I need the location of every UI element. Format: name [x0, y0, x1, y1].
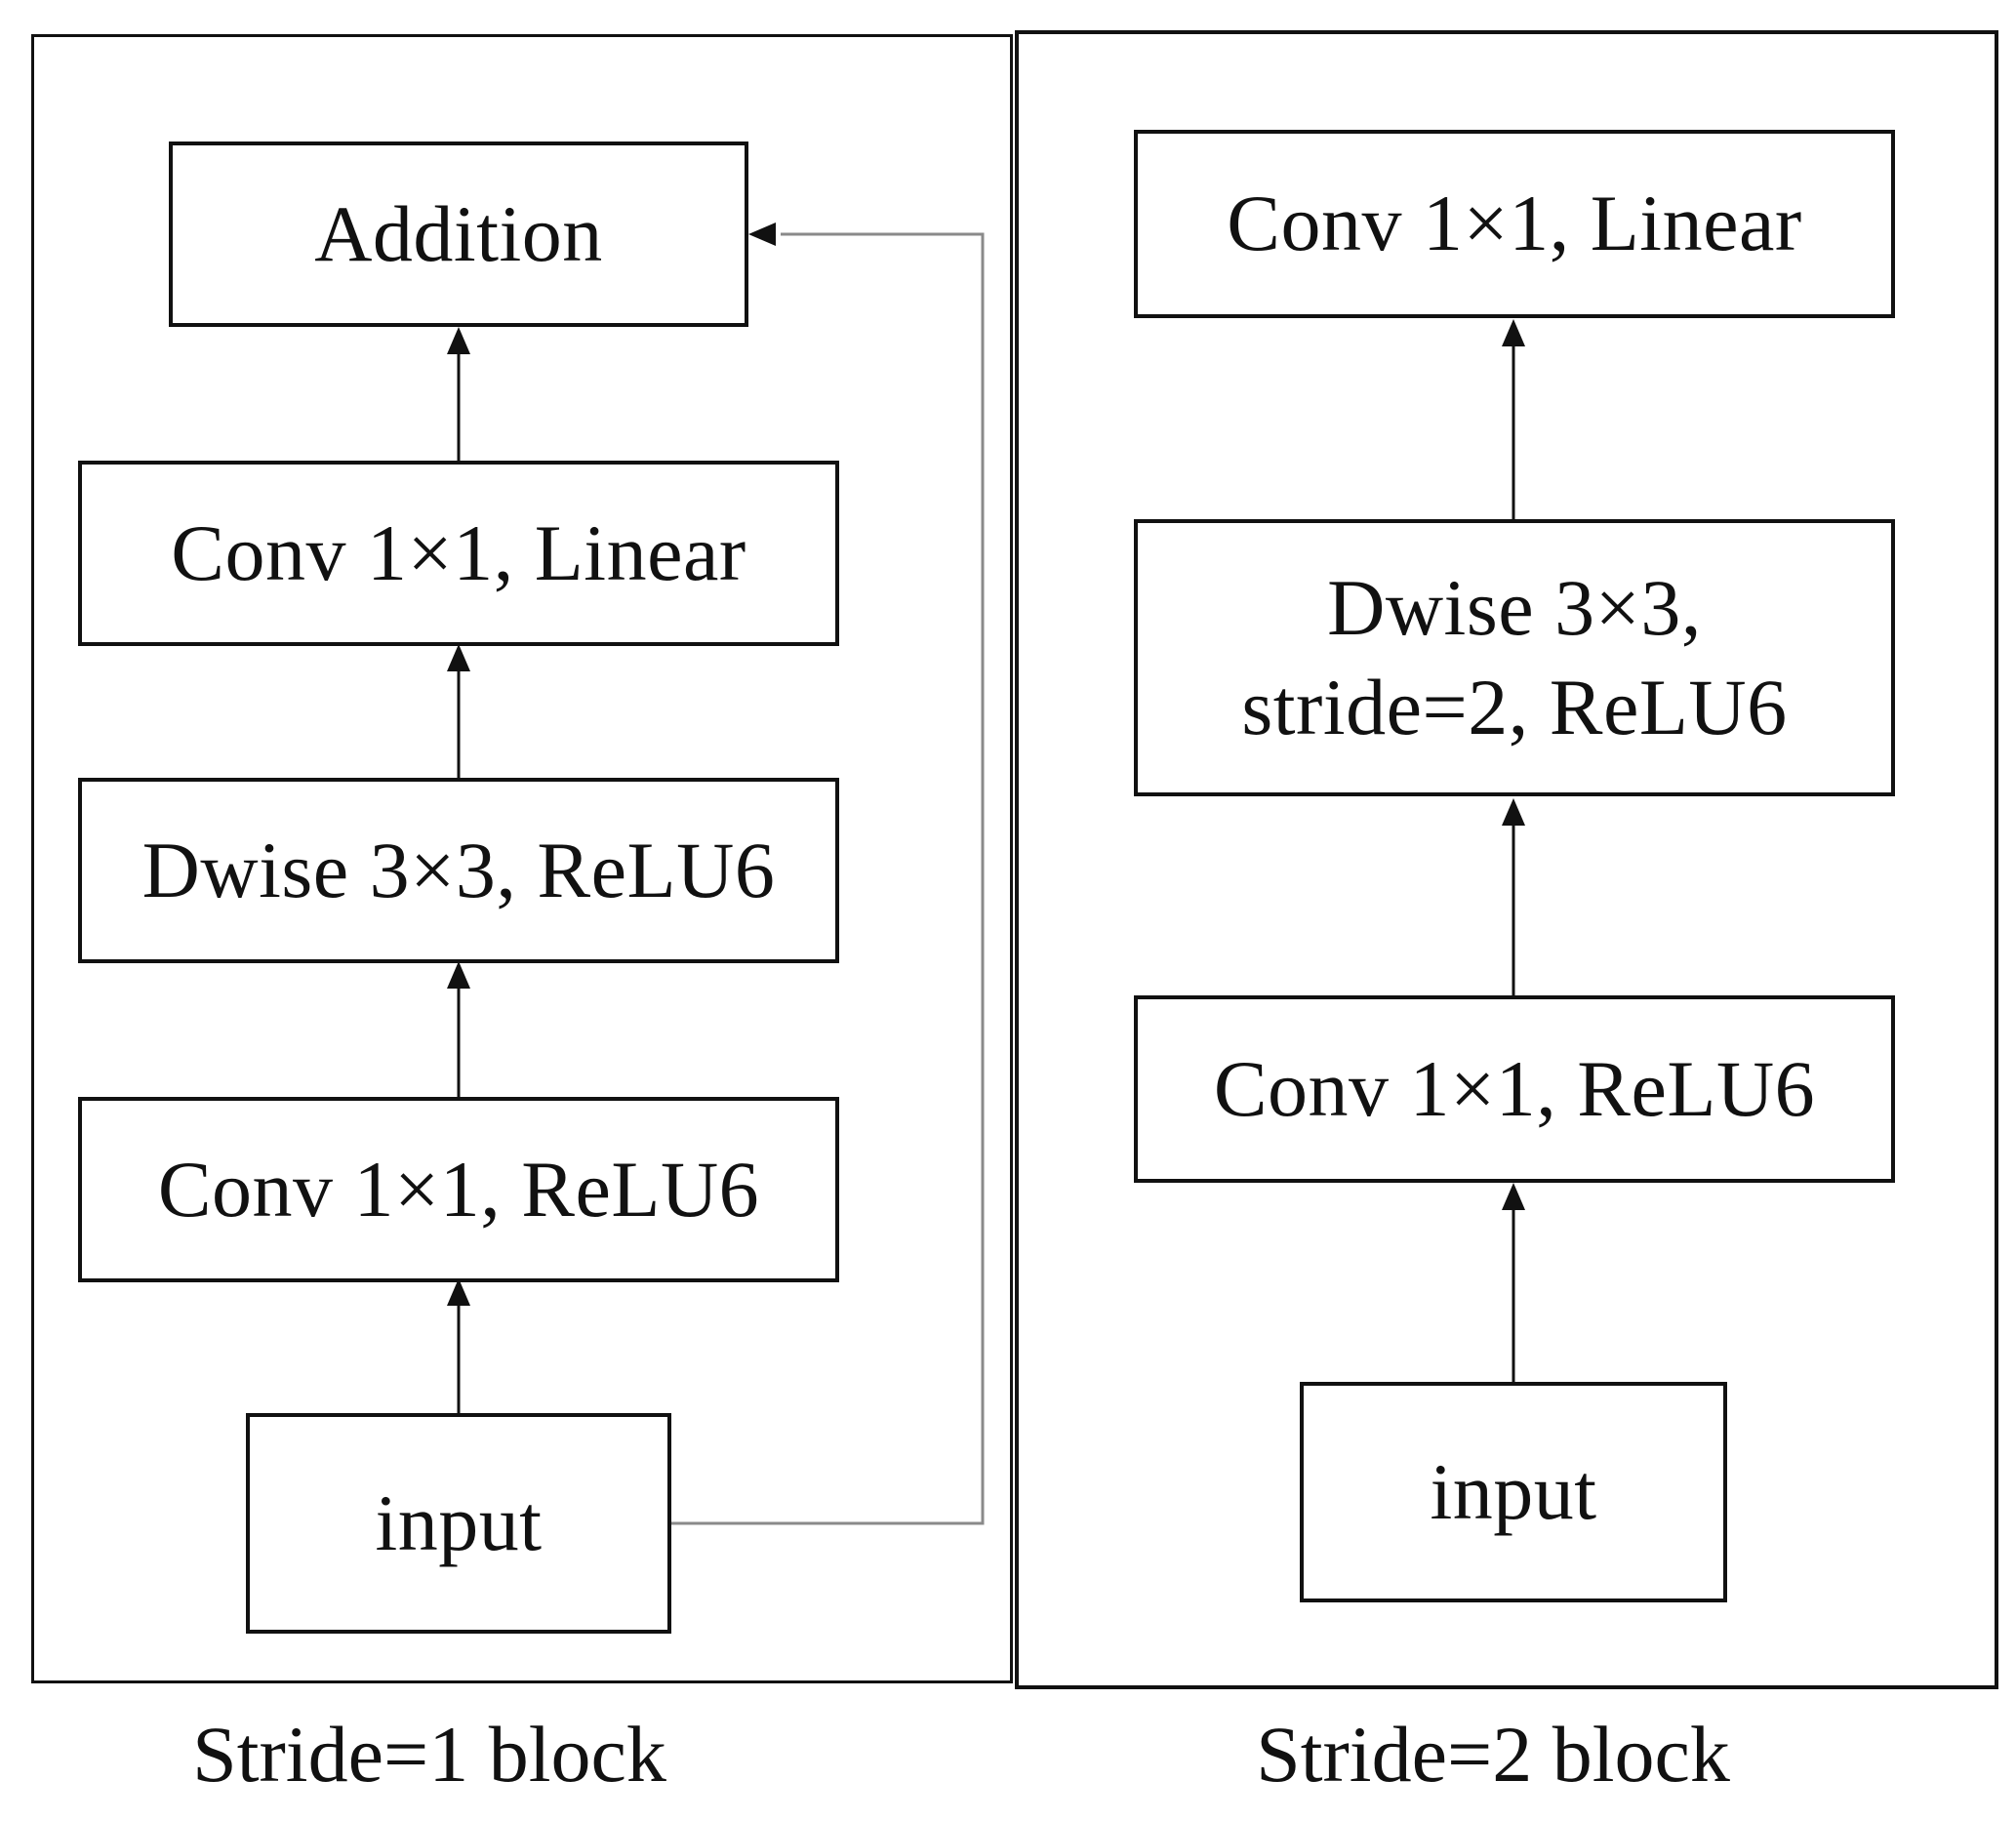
left-input-box: input: [246, 1413, 671, 1634]
left-input-label: input: [375, 1477, 543, 1567]
left-addition-label: Addition: [314, 188, 603, 278]
right-dwise-box: Dwise 3×3, stride=2, ReLU6: [1134, 519, 1895, 796]
stride1-panel: [31, 34, 1013, 1683]
left-conv-linear-label: Conv 1×1, Linear: [171, 507, 746, 597]
right-dwise-label-line2: stride=2, ReLU6: [1241, 663, 1788, 751]
right-conv-linear-label: Conv 1×1, Linear: [1227, 179, 1802, 268]
stride1-caption: Stride=1 block: [192, 1710, 666, 1799]
left-conv-relu-box: Conv 1×1, ReLU6: [78, 1097, 839, 1282]
stride2-caption: Stride=2 block: [1256, 1710, 1730, 1799]
left-dwise-label: Dwise 3×3, ReLU6: [141, 825, 776, 914]
right-conv-relu-label: Conv 1×1, ReLU6: [1213, 1043, 1816, 1133]
right-input-label: input: [1430, 1446, 1597, 1536]
left-conv-linear-box: Conv 1×1, Linear: [78, 461, 839, 646]
right-dwise-label-line1: Dwise 3×3,: [1327, 562, 1702, 652]
left-conv-relu-label: Conv 1×1, ReLU6: [157, 1144, 760, 1234]
right-conv-relu-box: Conv 1×1, ReLU6: [1134, 995, 1895, 1183]
left-dwise-box: Dwise 3×3, ReLU6: [78, 778, 839, 963]
stride2-panel: [1015, 30, 1998, 1689]
left-addition-box: Addition: [169, 142, 748, 327]
right-input-box: input: [1300, 1382, 1727, 1602]
right-conv-linear-box: Conv 1×1, Linear: [1134, 130, 1895, 318]
